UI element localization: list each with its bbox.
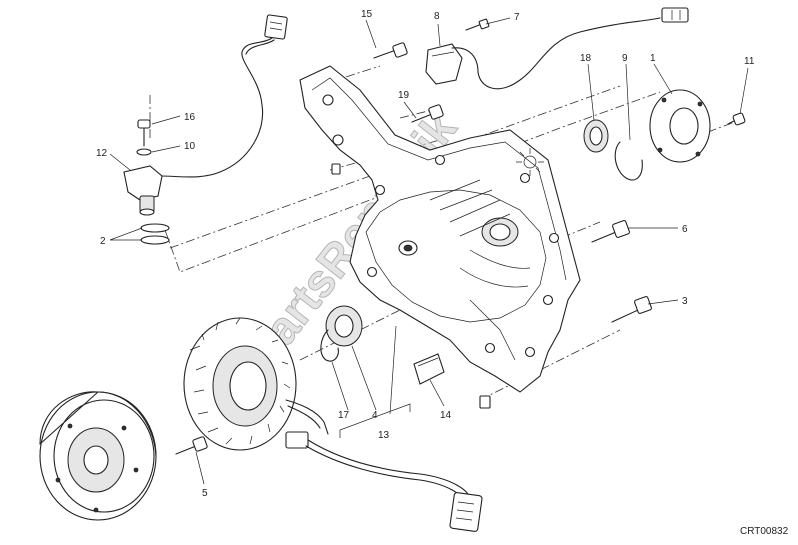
generator-cover bbox=[299, 65, 581, 393]
callout-1: 1 bbox=[650, 53, 656, 64]
stator bbox=[183, 317, 483, 532]
callout-3: 3 bbox=[682, 296, 688, 307]
callout-10: 10 bbox=[184, 141, 196, 152]
callout-16: 16 bbox=[184, 112, 196, 123]
drawing-code: CRT00832 bbox=[740, 526, 789, 537]
callout-14: 14 bbox=[440, 410, 452, 421]
sensor-8-cable bbox=[425, 7, 689, 90]
callout-9: 9 bbox=[622, 53, 628, 64]
callout-11: 11 bbox=[744, 56, 755, 67]
bracket-14 bbox=[413, 353, 445, 385]
bearing-and-circlip bbox=[320, 305, 363, 362]
bolts bbox=[175, 18, 746, 455]
callout-12: 12 bbox=[96, 148, 108, 159]
callout-labels: 15 8 7 16 10 12 2 19 18 9 1 11 6 3 14 17… bbox=[96, 9, 755, 499]
callout-19: 19 bbox=[398, 90, 410, 101]
callout-7: 7 bbox=[514, 12, 520, 23]
seal-and-plate bbox=[583, 89, 711, 181]
callout-2: 2 bbox=[100, 236, 106, 247]
callout-18: 18 bbox=[580, 53, 592, 64]
pickup-sensor-parts bbox=[123, 119, 170, 245]
callout-17: 17 bbox=[338, 410, 350, 421]
callout-15: 15 bbox=[361, 9, 373, 20]
callout-6: 6 bbox=[682, 224, 688, 235]
leader-lines bbox=[109, 17, 749, 485]
rotor bbox=[39, 391, 157, 521]
callout-8: 8 bbox=[434, 11, 440, 22]
callout-13: 13 bbox=[378, 430, 390, 441]
callout-5: 5 bbox=[202, 488, 208, 499]
callout-4: 4 bbox=[372, 410, 378, 421]
sensor-wire-harness bbox=[159, 14, 288, 178]
